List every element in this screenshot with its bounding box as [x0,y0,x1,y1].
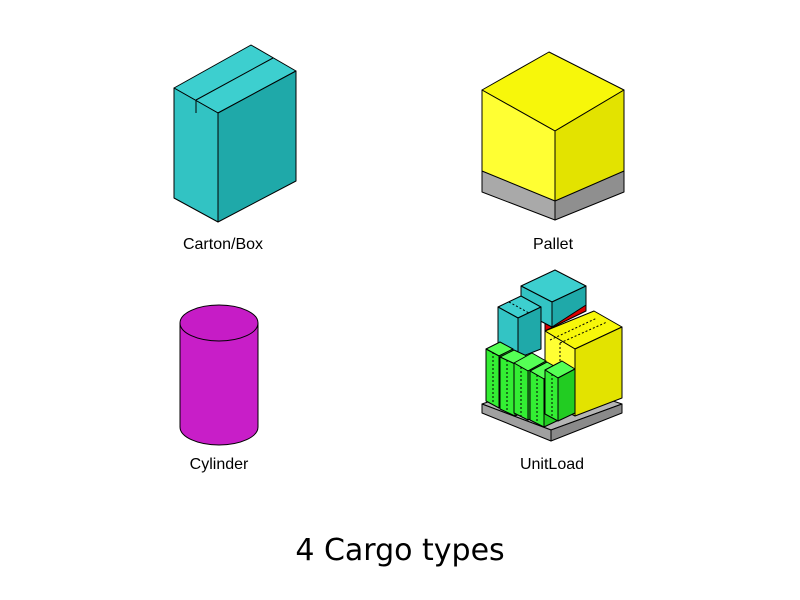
pallet-icon [481,51,625,221]
carton-box-label: Carton/Box [182,236,264,253]
unit-load-icon [481,269,623,442]
cylinder-label: Cylinder [189,456,249,473]
pallet-label: Pallet [532,236,574,253]
figure-caption: 4 Cargo types [295,533,505,568]
unit-load-label: UnitLoad [519,456,585,473]
cylinder-icon [179,304,259,446]
carton-box-icon [173,44,297,223]
